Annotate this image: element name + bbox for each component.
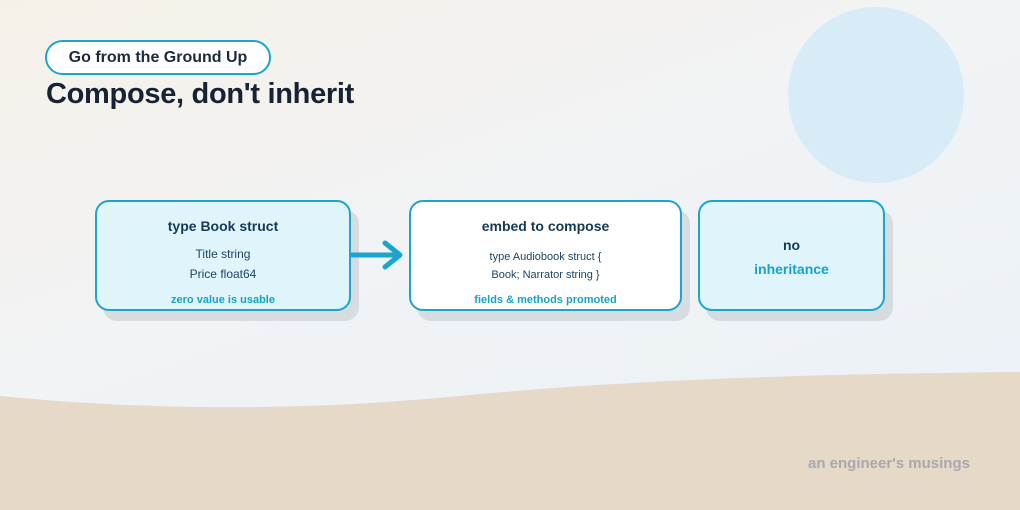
section-tag-pill: Go from the Ground Up	[45, 40, 271, 75]
book-struct-heading: type Book struct	[167, 218, 279, 234]
right-arrow-icon	[349, 240, 403, 270]
book-struct-note: zero value is usable	[171, 294, 275, 306]
signature-text: an engineer's musings	[808, 455, 970, 472]
embed-compose-heading: embed to compose	[481, 218, 610, 234]
audiobook-struct-line-1: type Audiobook struct {	[489, 251, 602, 263]
page-title: Compose, don't inherit	[46, 78, 355, 110]
book-struct-box: type Book struct Title string Price floa…	[95, 200, 351, 311]
book-field-price: Price float64	[189, 267, 257, 281]
no-inheritance-heading: no	[782, 237, 801, 253]
no-inheritance-box: no inheritance	[698, 200, 885, 311]
embed-compose-box: embed to compose type Audiobook struct {…	[409, 200, 682, 311]
embed-compose-note: fields & methods promoted	[474, 294, 617, 306]
audiobook-struct-line-2: Book; Narrator string }	[491, 269, 600, 281]
book-field-title: Title string	[195, 247, 251, 261]
no-inheritance-emphasis: inheritance	[754, 261, 829, 277]
decorative-circle	[788, 7, 964, 183]
